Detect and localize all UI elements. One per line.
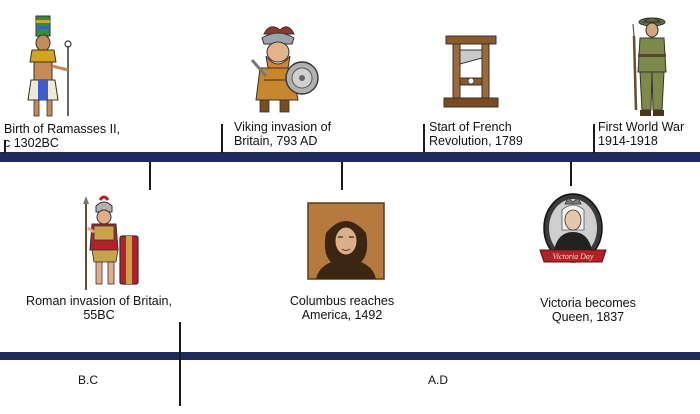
queen-victoria-icon: Victoria Day [539, 193, 607, 263]
event-label-line2: c 1302BC [4, 136, 59, 150]
victoria-banner-text: Victoria Day [553, 252, 594, 261]
tick-french-revolution [423, 124, 425, 153]
event-label-roman: Roman invasion of Britain, 55BC [18, 294, 180, 322]
event-label-line1: Victoria becomes [540, 296, 636, 310]
event-label-line1: First World War [598, 120, 685, 134]
era-band [0, 352, 700, 360]
pharaoh-icon [27, 15, 72, 117]
timeline-main-band [0, 152, 700, 162]
event-label-line2: 1914-1918 [598, 134, 658, 148]
guillotine-icon [443, 35, 499, 108]
event-label-viking: Viking invasion of Britain, 793 AD [234, 120, 331, 148]
columbus-portrait-icon [307, 202, 385, 280]
tick-roman [149, 162, 151, 190]
event-label-line2: Britain, 793 AD [234, 134, 318, 148]
event-label-line1: Start of French [429, 120, 512, 134]
soldier-icon [632, 17, 667, 116]
event-label-line2: Queen, 1837 [551, 310, 625, 324]
event-label-line2: 55BC [83, 308, 115, 322]
event-label-french-revolution: Start of French Revolution, 1789 [429, 120, 523, 148]
tick-ramasses [4, 140, 6, 153]
event-label-ramasses: Birth of Ramasses II, c 1302BC [4, 122, 120, 150]
event-label-ww1: First World War 1914-1918 [598, 120, 684, 148]
event-label-line2: Revolution, 1789 [429, 134, 523, 148]
event-label-line1: Columbus reaches [289, 294, 395, 308]
tick-ww1 [593, 124, 595, 153]
era-label-bc: B.C [78, 373, 99, 387]
era-label-ad: A.D [428, 373, 449, 387]
tick-victoria [570, 162, 572, 186]
viking-icon [250, 26, 319, 113]
event-label-line2: America, 1492 [301, 308, 383, 322]
event-label-line1: Roman invasion of Britain, [26, 294, 172, 308]
roman-soldier-icon [83, 195, 139, 290]
event-label-line1: Birth of Ramasses II, [4, 122, 121, 136]
event-label-victoria: Victoria becomes Queen, 1837 [528, 296, 648, 324]
event-label-line1: Viking invasion of [234, 120, 332, 134]
era-divider [179, 322, 181, 406]
tick-viking [221, 124, 223, 153]
event-label-columbus: Columbus reaches America, 1492 [282, 294, 402, 322]
tick-columbus [341, 162, 343, 190]
